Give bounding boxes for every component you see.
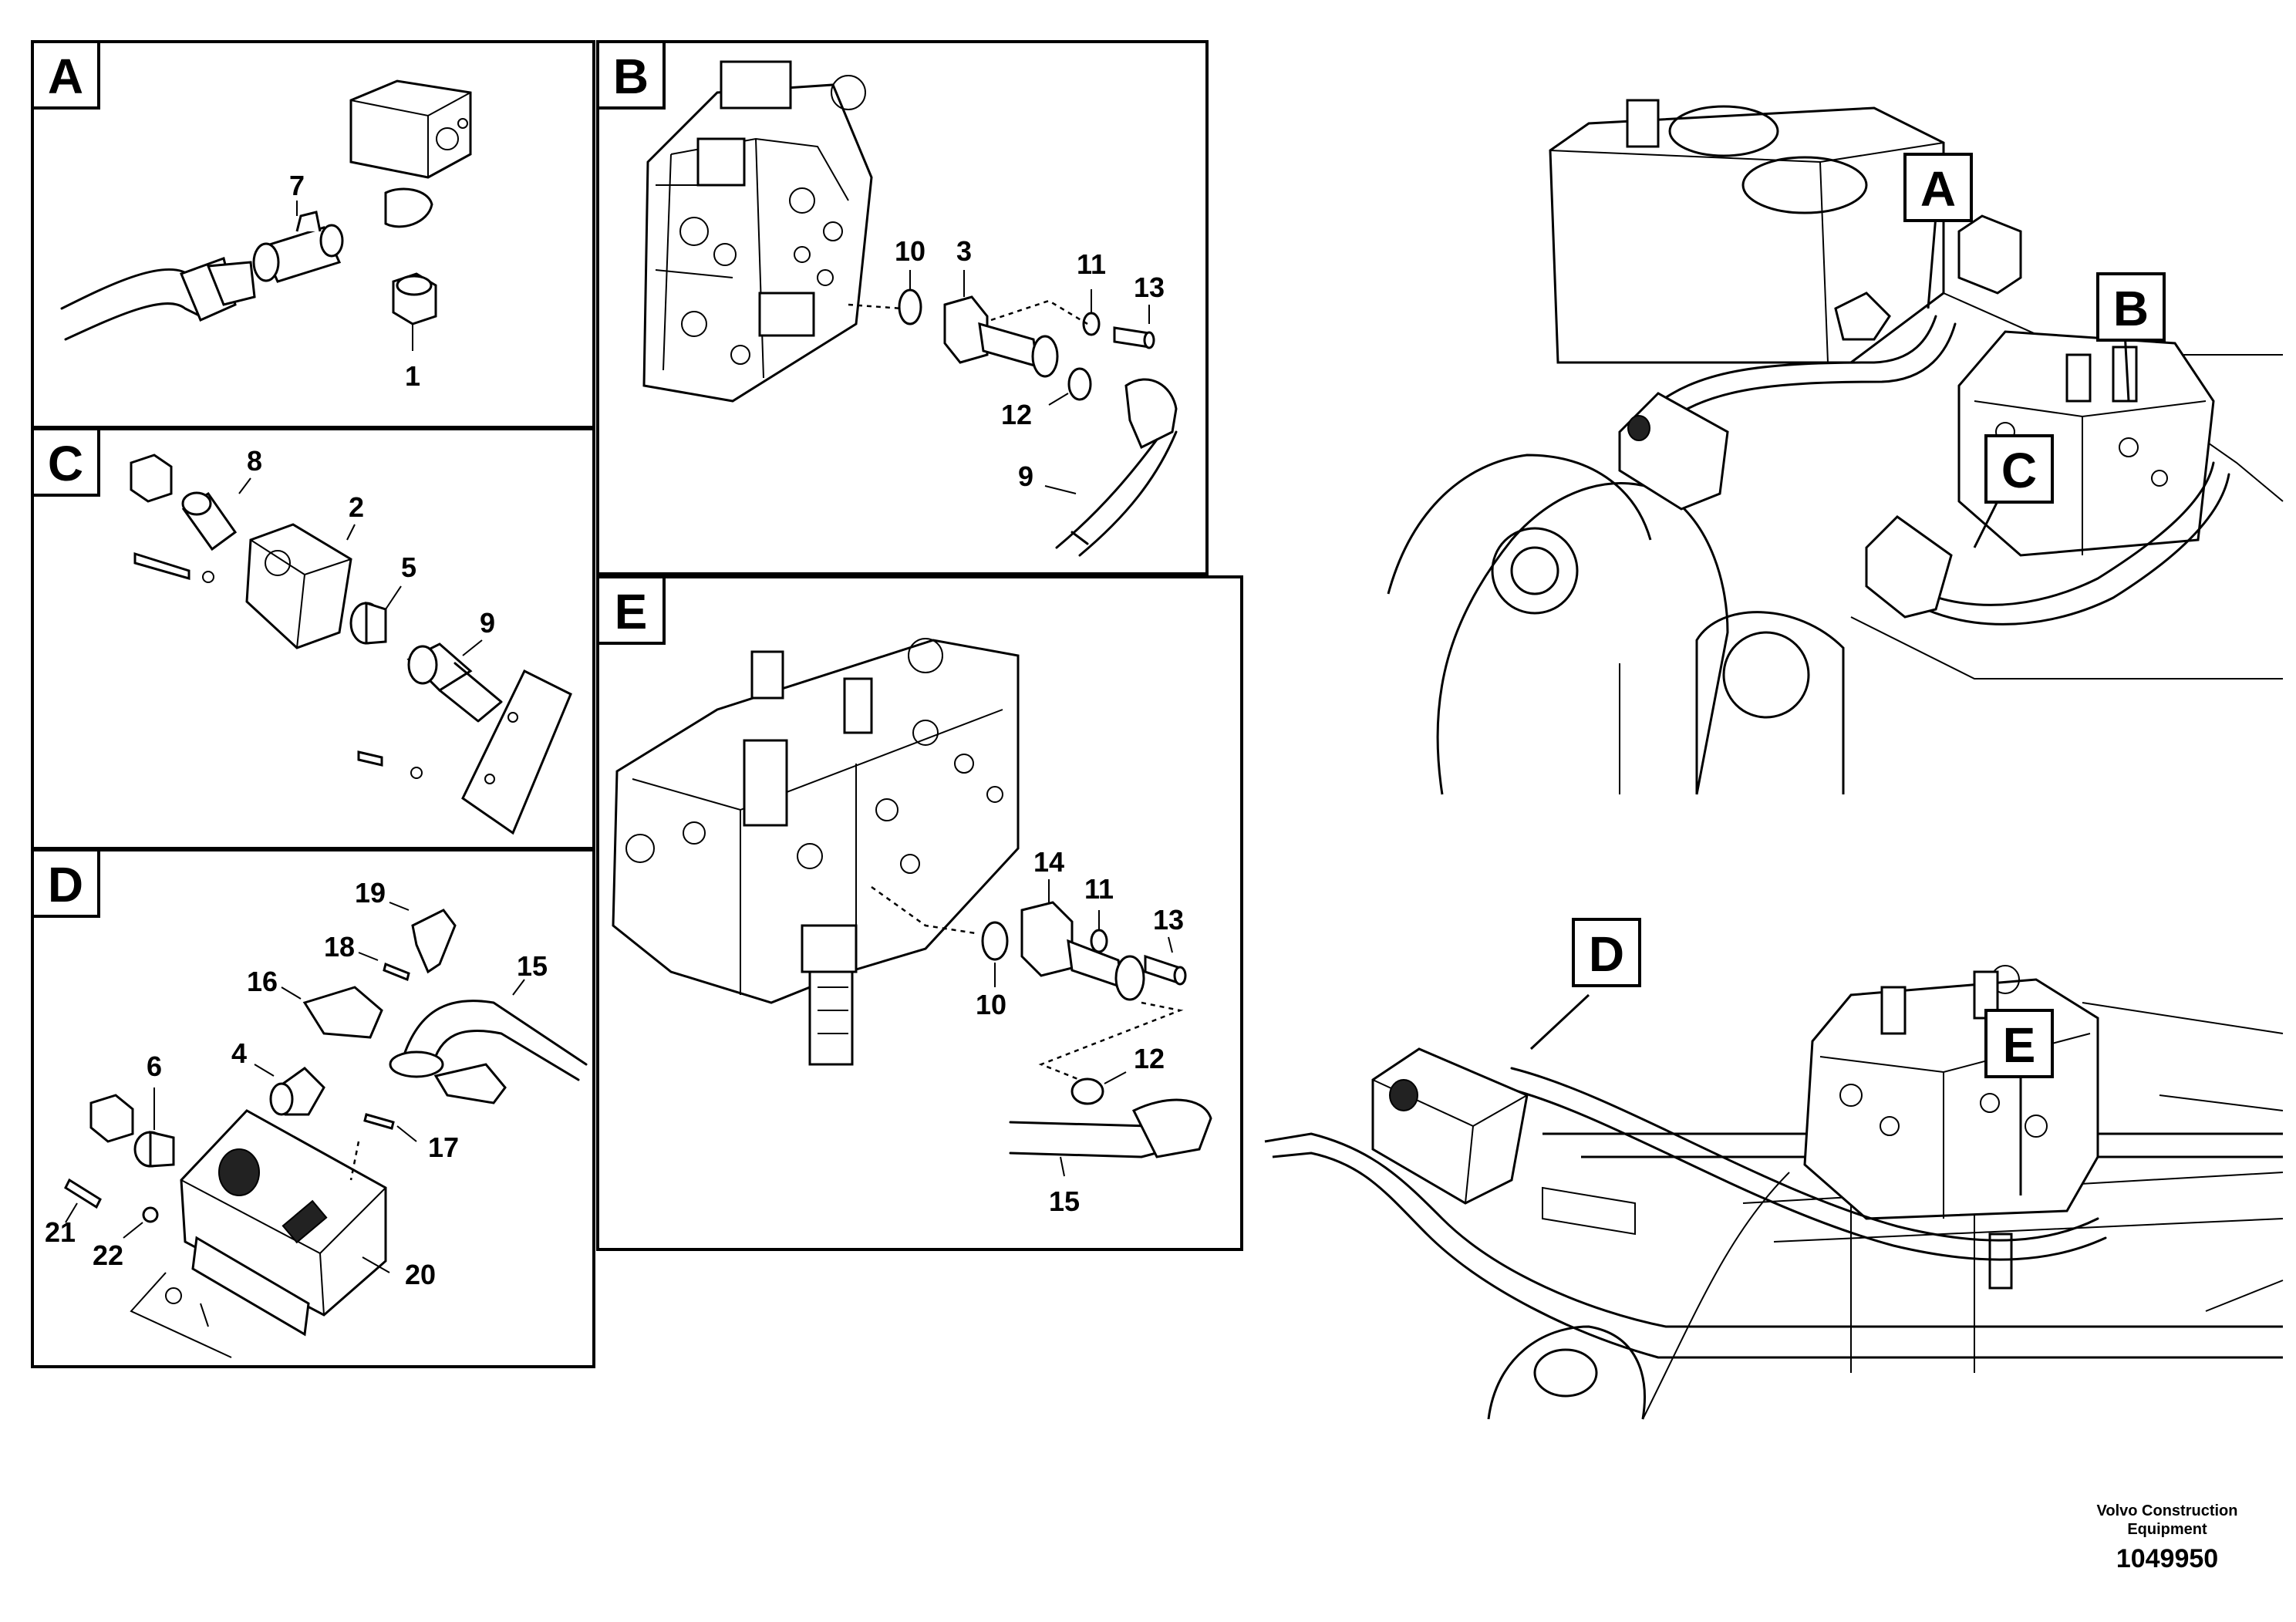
callout-d-4: 4 <box>231 1037 247 1069</box>
solenoid-d <box>1371 1047 1529 1205</box>
control-valve-b <box>642 60 873 403</box>
panel-c-tag-box <box>31 427 100 497</box>
hose-9 <box>1055 378 1178 557</box>
pin-18 <box>383 962 410 982</box>
panel-b-tag: B <box>613 49 649 104</box>
callout-b-9: 9 <box>1018 460 1033 492</box>
plug-5 <box>349 601 387 645</box>
overview-tag-d: D <box>1589 926 1624 982</box>
panel-b-frame <box>596 40 1209 575</box>
panel-c-tag: C <box>48 436 83 491</box>
callout-d-19: 19 <box>355 877 386 909</box>
overview-tag-b-box <box>2096 272 2166 342</box>
overview-tag-e: E <box>2003 1017 2036 1073</box>
overview-tag-b: B <box>2113 281 2149 336</box>
panel-a-tag: A <box>48 49 83 104</box>
hose-a <box>60 257 256 341</box>
overview-tag-d-box <box>1572 918 1641 987</box>
fitting-6 <box>133 1131 175 1168</box>
callout-d-6: 6 <box>147 1050 162 1082</box>
panel-b: B 10 3 11 <box>596 40 1209 575</box>
callout-c-5: 5 <box>401 551 416 583</box>
overview-tag-c: C <box>2001 443 2037 498</box>
callout-d-17: 17 <box>428 1131 459 1163</box>
overview-tag-a-box <box>1903 153 1973 222</box>
callout-e-14: 14 <box>1033 846 1064 878</box>
valve-block <box>349 79 472 228</box>
o-ring-10 <box>898 288 922 325</box>
overview-tag-a: A <box>1920 161 1956 217</box>
panel-a-tag-box <box>31 40 100 110</box>
callout-d-18: 18 <box>324 931 355 963</box>
callout-c-2: 2 <box>349 491 364 523</box>
panel-b-tag-box <box>596 40 666 110</box>
clamp-16 <box>302 986 383 1039</box>
control-valve-e <box>612 638 1020 1066</box>
hose-end-9 <box>406 642 503 723</box>
overview-tag-e-box <box>1984 1009 2054 1078</box>
screw-13-e <box>1144 954 1187 986</box>
callout-d-21: 21 <box>45 1216 76 1248</box>
panel-e-tag-box <box>596 575 666 645</box>
panel-d-tag: D <box>48 857 83 912</box>
overview-tag-c-box <box>1984 434 2054 504</box>
o-ring-12 <box>1067 367 1092 401</box>
pin-17 <box>363 1113 395 1130</box>
drawing-number: 1049950 <box>2116 1544 2219 1573</box>
panel-d-tag-box <box>31 848 100 918</box>
callout-b-11: 11 <box>1077 248 1106 280</box>
panel-e-tag: E <box>615 584 648 639</box>
hose-15-e <box>1009 1098 1212 1158</box>
flange-3 <box>943 295 1059 378</box>
callout-d-16: 16 <box>247 966 278 997</box>
panel-e-frame <box>596 575 1243 1251</box>
block-2 <box>245 523 352 649</box>
manufacturer-line-1: Volvo Construction <box>2096 1502 2238 1519</box>
nut-1 <box>392 272 437 325</box>
fitting-8 <box>181 491 238 551</box>
panel-a: A 7 1 <box>31 40 595 429</box>
washer-11-e <box>1090 929 1108 953</box>
callout-d-22: 22 <box>93 1239 123 1271</box>
callout-b-13: 13 <box>1134 271 1165 303</box>
callout-e-10: 10 <box>976 989 1006 1020</box>
overview-bottom: D E <box>1264 918 2284 1420</box>
callout-e-11: 11 <box>1084 873 1114 905</box>
manufacturer-line-2: Equipment <box>2127 1521 2207 1538</box>
callout-e-13: 13 <box>1153 904 1184 936</box>
valve-20 <box>130 1109 387 1358</box>
panel-d: D 19 18 16 15 4 <box>31 848 595 1368</box>
callout-a-1: 1 <box>405 360 420 392</box>
screw-13 <box>1113 326 1155 349</box>
elbow-4 <box>269 1067 325 1116</box>
flange-14 <box>1020 901 1145 1001</box>
washer-11 <box>1082 312 1101 336</box>
hose-15-d <box>389 1000 588 1104</box>
callout-c-9: 9 <box>480 607 495 639</box>
bolt-19 <box>411 909 457 974</box>
callout-e-12: 12 <box>1134 1043 1165 1074</box>
fitting-7 <box>252 211 344 283</box>
callout-c-8: 8 <box>247 445 262 477</box>
callout-e-15: 15 <box>1049 1185 1080 1217</box>
callout-b-10: 10 <box>895 235 925 267</box>
callout-b-3: 3 <box>956 235 972 267</box>
overview-top: A B C <box>1387 99 2284 795</box>
panel-c: C 8 2 5 9 <box>31 427 595 850</box>
panel-d-frame <box>31 848 595 1368</box>
o-ring-12-e <box>1070 1077 1104 1105</box>
callout-d-20: 20 <box>405 1259 436 1290</box>
callout-a-7: 7 <box>289 170 305 201</box>
callout-d-15: 15 <box>517 950 548 982</box>
callout-b-12: 12 <box>1001 399 1032 430</box>
o-ring-10-e <box>981 921 1009 961</box>
panel-e: E 10 14 <box>596 575 1243 1251</box>
